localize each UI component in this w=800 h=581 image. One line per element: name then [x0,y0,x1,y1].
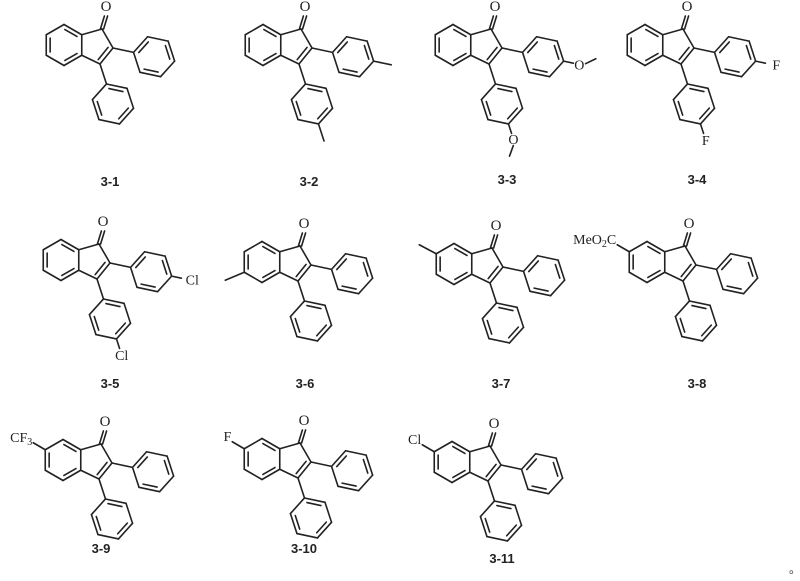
benzo-substituent-label: Cl [408,433,421,448]
benzo-substituent-label: CF3 [10,431,32,448]
svg-text:O: O [682,0,693,15]
svg-text:O: O [101,0,112,15]
compound-label: 3-4 [687,172,707,187]
compound-label: 3-5 [100,376,120,391]
svg-text:F: F [702,134,710,149]
compound-label: 3-9 [91,541,111,556]
svg-text:O: O [299,216,310,232]
svg-text:Cl: Cl [186,274,199,289]
compound-3-2: O [244,0,393,142]
trailing-period-mark: 。 [789,562,800,576]
svg-text:O: O [574,58,584,73]
benzo-substituent-label: MeO2C [573,233,616,250]
aryl-ring-c3: F [672,63,716,149]
aryl-ring-c3: Cl [88,278,132,364]
aryl-ring-c3 [91,63,135,125]
aryl-ring-c2 [500,452,564,495]
compound-label: 3-11 [489,551,515,566]
compound-3-6: O [224,216,374,342]
aryl-ring-c3 [674,280,718,342]
aryl-ring-c2 [310,449,374,492]
compound-label: 3-8 [687,376,707,391]
compound-3-9: O CF3 [10,414,175,540]
aryl-ring-c3 [90,478,134,540]
svg-text:O: O [98,214,109,230]
aryl-ring-c2: O [501,35,597,78]
aryl-ring-c2: Cl [109,250,199,293]
aryl-ring-c3 [289,280,333,342]
compound-label: 3-7 [491,376,511,391]
aryl-ring-c2 [310,252,374,295]
svg-text:F: F [772,59,780,74]
svg-text:O: O [100,414,111,430]
aryl-ring-c2 [311,35,393,78]
aryl-ring-c3 [481,282,525,344]
aryl-ring-c2 [502,254,566,297]
svg-text:O: O [490,0,501,15]
svg-text:O: O [299,413,310,429]
compound-label: 3-2 [299,174,319,189]
svg-text:O: O [300,0,311,15]
aryl-ring-c2 [112,35,176,78]
compound-3-4: O F F [626,0,780,149]
svg-text:O: O [684,216,695,232]
compound-label: 3-1 [100,174,120,189]
compound-3-10: OF [223,413,374,539]
compound-3-3: O O O [434,0,597,157]
compound-label: 3-10 [290,541,318,556]
svg-text:O: O [489,416,500,432]
compound-3-11: O Cl [408,416,564,542]
compound-3-8: O MeO2C [573,216,759,342]
compound-label: 3-3 [497,172,517,187]
aryl-ring-c3 [290,63,334,142]
aryl-ring-c2 [695,252,759,295]
aryl-ring-c2: F [693,35,780,78]
aryl-ring-c2 [111,450,175,493]
aryl-ring-c3 [479,480,523,542]
compound-3-7: O [418,218,566,344]
aryl-ring-c3: O [480,63,524,157]
aryl-ring-c3 [289,477,333,539]
svg-text:Cl: Cl [115,349,128,364]
compound-label: 3-6 [295,376,315,391]
benzo-substituent-label: F [223,430,231,445]
compound-3-1: O [45,0,176,125]
svg-text:O: O [508,133,518,148]
svg-text:O: O [491,218,502,234]
